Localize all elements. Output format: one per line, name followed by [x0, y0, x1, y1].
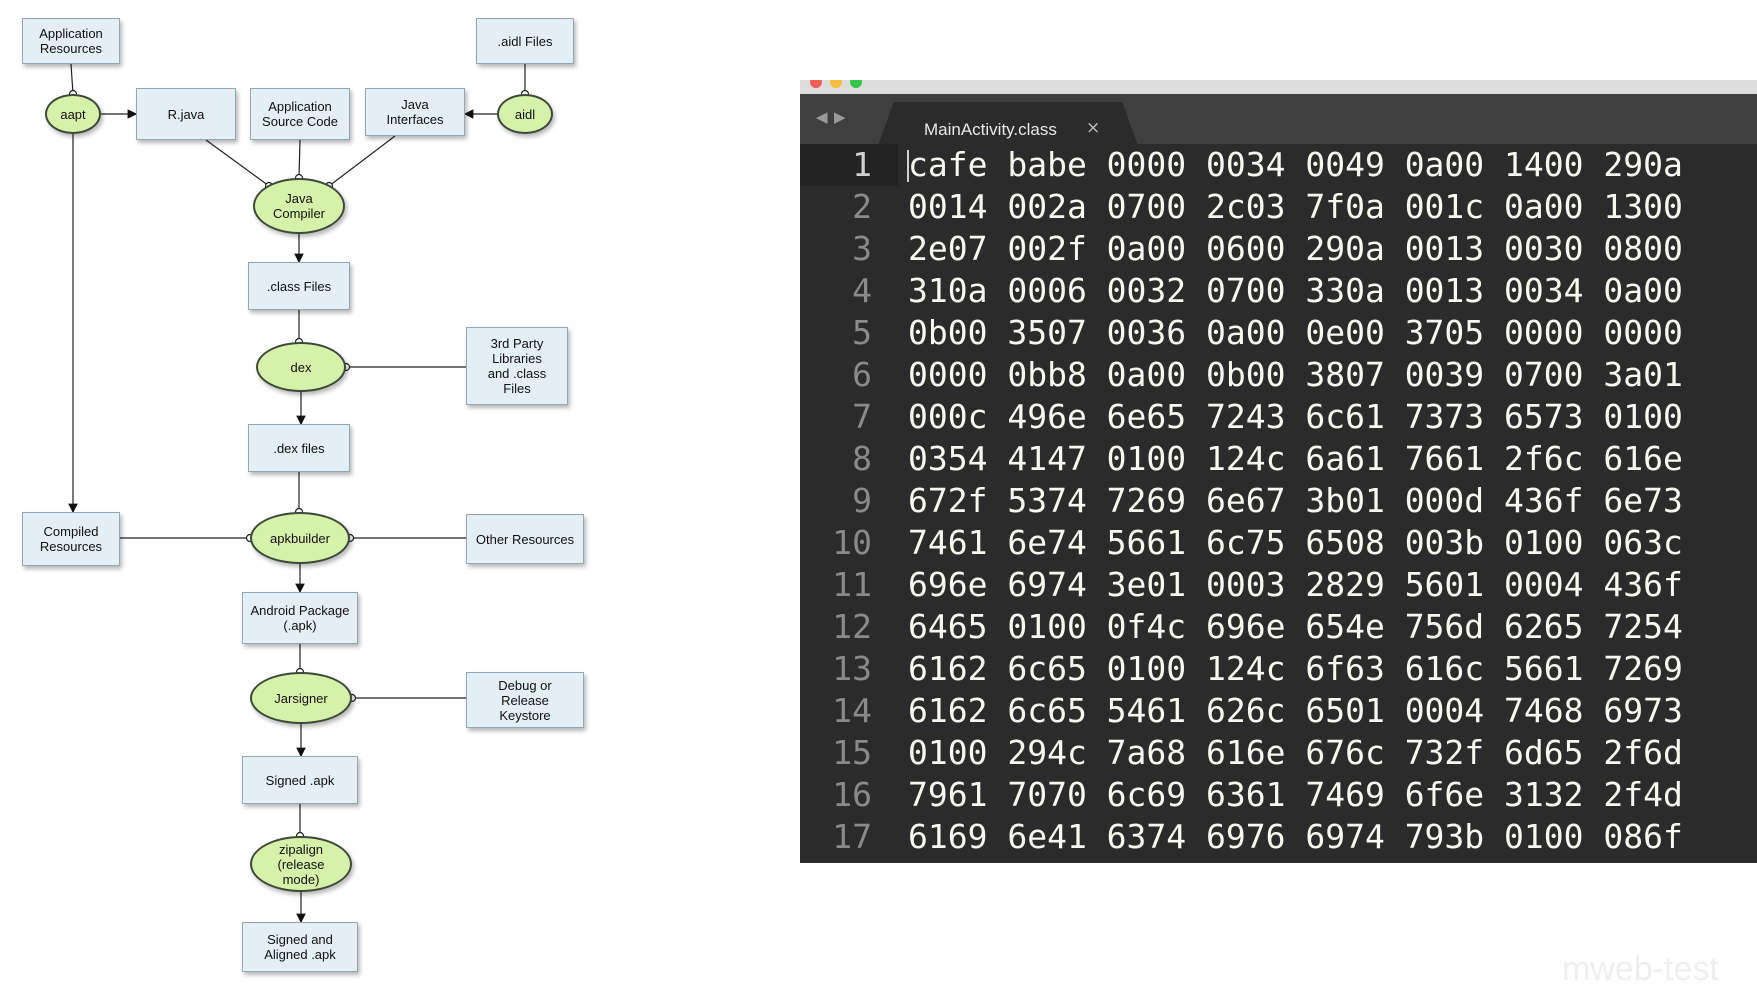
node-javac: Java Compiler — [253, 178, 345, 234]
code-line[interactable]: 4 310a 0006 0032 0700 330a 0013 0034 0a00 — [800, 270, 1757, 312]
line-text[interactable]: 672f 5374 7269 6e67 3b01 000d 436f 6e73 — [908, 481, 1683, 520]
line-text[interactable]: 0014 002a 0700 2c03 7f0a 001c 0a00 1300 — [908, 187, 1683, 226]
line-text[interactable]: cafe babe 0000 0034 0049 0a00 1400 290a — [908, 145, 1683, 184]
line-text[interactable]: 310a 0006 0032 0700 330a 0013 0034 0a00 — [908, 271, 1683, 310]
line-number: 2 — [852, 187, 872, 226]
forward-arrow-icon[interactable]: ▶ — [834, 108, 846, 126]
code-line[interactable]: 1 cafe babe 0000 0034 0049 0a00 1400 290a — [800, 144, 1757, 186]
node-signed: Signed .apk — [242, 756, 358, 804]
line-text[interactable]: 696e 6974 3e01 0003 2829 5601 0004 436f — [908, 565, 1683, 604]
watermark: mweb-test — [1562, 950, 1719, 988]
code-line[interactable]: 10 7461 6e74 5661 6c75 6508 003b 0100 063… — [800, 522, 1757, 564]
line-text[interactable]: 0b00 3507 0036 0a00 0e00 3705 0000 0000 — [908, 313, 1683, 352]
zoom-window-light[interactable] — [850, 80, 862, 88]
node-aidl: aidl — [497, 94, 553, 134]
node-app-res: Application Resources — [22, 18, 120, 64]
edge-javaif-javac — [328, 135, 396, 187]
line-text[interactable]: 7961 7070 6c69 6361 7469 6f6e 3132 2f4d — [908, 775, 1683, 814]
code-line[interactable]: 9 672f 5374 7269 6e67 3b01 000d 436f 6e73 — [800, 480, 1757, 522]
line-text[interactable]: 6162 6c65 5461 626c 6501 0004 7468 6973 — [908, 691, 1683, 730]
back-arrow-icon[interactable]: ◀ — [816, 108, 828, 126]
edge-rjava-javac — [205, 139, 270, 187]
node-zipalign: zipalign (release mode) — [250, 836, 352, 892]
line-text[interactable]: 0354 4147 0100 124c 6a61 7661 2f6c 616e — [908, 439, 1683, 478]
node-apkbuilder: apkbuilder — [250, 512, 350, 564]
code-line[interactable]: 14 6162 6c65 5461 626c 6501 0004 7468 697… — [800, 690, 1757, 732]
node-rjava: R.java — [136, 88, 236, 140]
tab-bar: ◀ ▶ MainActivity.class × — [800, 94, 1757, 146]
line-text[interactable]: 2e07 002f 0a00 0600 290a 0013 0030 0800 — [908, 229, 1683, 268]
code-editor-window: ◀ ▶ MainActivity.class × 1 cafe babe 0000… — [800, 80, 1757, 863]
code-line[interactable]: 3 2e07 002f 0a00 0600 290a 0013 0030 0800 — [800, 228, 1757, 270]
line-number: 14 — [832, 691, 872, 730]
line-number: 7 — [852, 397, 872, 436]
line-text[interactable]: 000c 496e 6e65 7243 6c61 7373 6573 0100 — [908, 397, 1683, 436]
line-number: 13 — [832, 649, 872, 688]
line-text[interactable]: 6465 0100 0f4c 696e 654e 756d 6265 7254 — [908, 607, 1683, 646]
code-line[interactable]: 13 6162 6c65 0100 124c 6f63 616c 5661 726… — [800, 648, 1757, 690]
window-titlebar — [800, 80, 1757, 94]
code-area[interactable]: 1 cafe babe 0000 0034 0049 0a00 1400 290a… — [800, 144, 1757, 858]
node-dexfiles: .dex files — [248, 424, 350, 472]
line-number: 4 — [852, 271, 872, 310]
line-text[interactable]: 6162 6c65 0100 124c 6f63 616c 5661 7269 — [908, 649, 1683, 688]
node-classfiles: .class Files — [248, 262, 350, 310]
code-line[interactable]: 5 0b00 3507 0036 0a00 0e00 3705 0000 0000 — [800, 312, 1757, 354]
code-line[interactable]: 12 6465 0100 0f4c 696e 654e 756d 6265 725… — [800, 606, 1757, 648]
code-line[interactable]: 15 0100 294c 7a68 616e 676c 732f 6d65 2f6… — [800, 732, 1757, 774]
line-number: 6 — [852, 355, 872, 394]
minimize-window-light[interactable] — [830, 80, 842, 88]
tab-close-icon[interactable]: × — [1086, 118, 1101, 138]
code-line[interactable]: 7 000c 496e 6e65 7243 6c61 7373 6573 0100 — [800, 396, 1757, 438]
line-number: 11 — [832, 565, 872, 604]
node-java-if: Java Interfaces — [365, 88, 465, 136]
android-build-diagram: Application Resources .aidl Files aapt R.ja… — [0, 0, 620, 998]
line-text[interactable]: 6169 6e41 6374 6976 6974 793b 0100 086f — [908, 817, 1683, 856]
line-number: 10 — [832, 523, 872, 562]
code-line[interactable]: 8 0354 4147 0100 124c 6a61 7661 2f6c 616e — [800, 438, 1757, 480]
line-number: 12 — [832, 607, 872, 646]
line-text[interactable]: 7461 6e74 5661 6c75 6508 003b 0100 063c — [908, 523, 1683, 562]
edge-appsrc-javac — [298, 139, 301, 179]
code-line[interactable]: 6 0000 0bb8 0a00 0b00 3807 0039 0700 3a01 — [800, 354, 1757, 396]
node-apk: Android Package (.apk) — [242, 592, 358, 644]
node-compiled-res: Compiled Resources — [22, 512, 120, 566]
node-jarsigner: Jarsigner — [250, 672, 352, 724]
line-number: 8 — [852, 439, 872, 478]
node-app-src: Application Source Code — [250, 88, 350, 140]
line-text[interactable]: 0100 294c 7a68 616e 676c 732f 6d65 2f6d — [908, 733, 1683, 772]
text-caret — [907, 150, 909, 182]
node-signed-aligned: Signed and Aligned .apk — [242, 922, 358, 972]
code-line[interactable]: 11 696e 6974 3e01 0003 2829 5601 0004 436… — [800, 564, 1757, 606]
line-number: 17 — [832, 817, 872, 856]
line-number: 16 — [832, 775, 872, 814]
line-number: 3 — [852, 229, 872, 268]
line-number: 5 — [852, 313, 872, 352]
line-number: 1 — [852, 145, 872, 184]
tab-mainactivity-class[interactable] — [878, 102, 1138, 146]
current-line-gutter-highlight — [800, 144, 898, 186]
code-line[interactable]: 2 0014 002a 0700 2c03 7f0a 001c 0a00 1300 — [800, 186, 1757, 228]
node-aapt: aapt — [45, 94, 101, 134]
node-aidl-files: .aidl Files — [476, 18, 574, 64]
node-dex: dex — [256, 342, 346, 392]
close-window-light[interactable] — [810, 80, 822, 88]
edge-appres-aapt — [70, 63, 74, 95]
code-line[interactable]: 16 7961 7070 6c69 6361 7469 6f6e 3132 2f4… — [800, 774, 1757, 816]
line-number: 9 — [852, 481, 872, 520]
line-number: 15 — [832, 733, 872, 772]
line-text[interactable]: 0000 0bb8 0a00 0b00 3807 0039 0700 3a01 — [908, 355, 1683, 394]
node-thirdparty: 3rd Party Libraries and .class Files — [466, 327, 568, 405]
node-keystore: Debug or Release Keystore — [466, 672, 584, 728]
tab-label: MainActivity.class — [924, 120, 1057, 139]
node-other-res: Other Resources — [466, 514, 584, 564]
code-line[interactable]: 17 6169 6e41 6374 6976 6974 793b 0100 086… — [800, 816, 1757, 858]
